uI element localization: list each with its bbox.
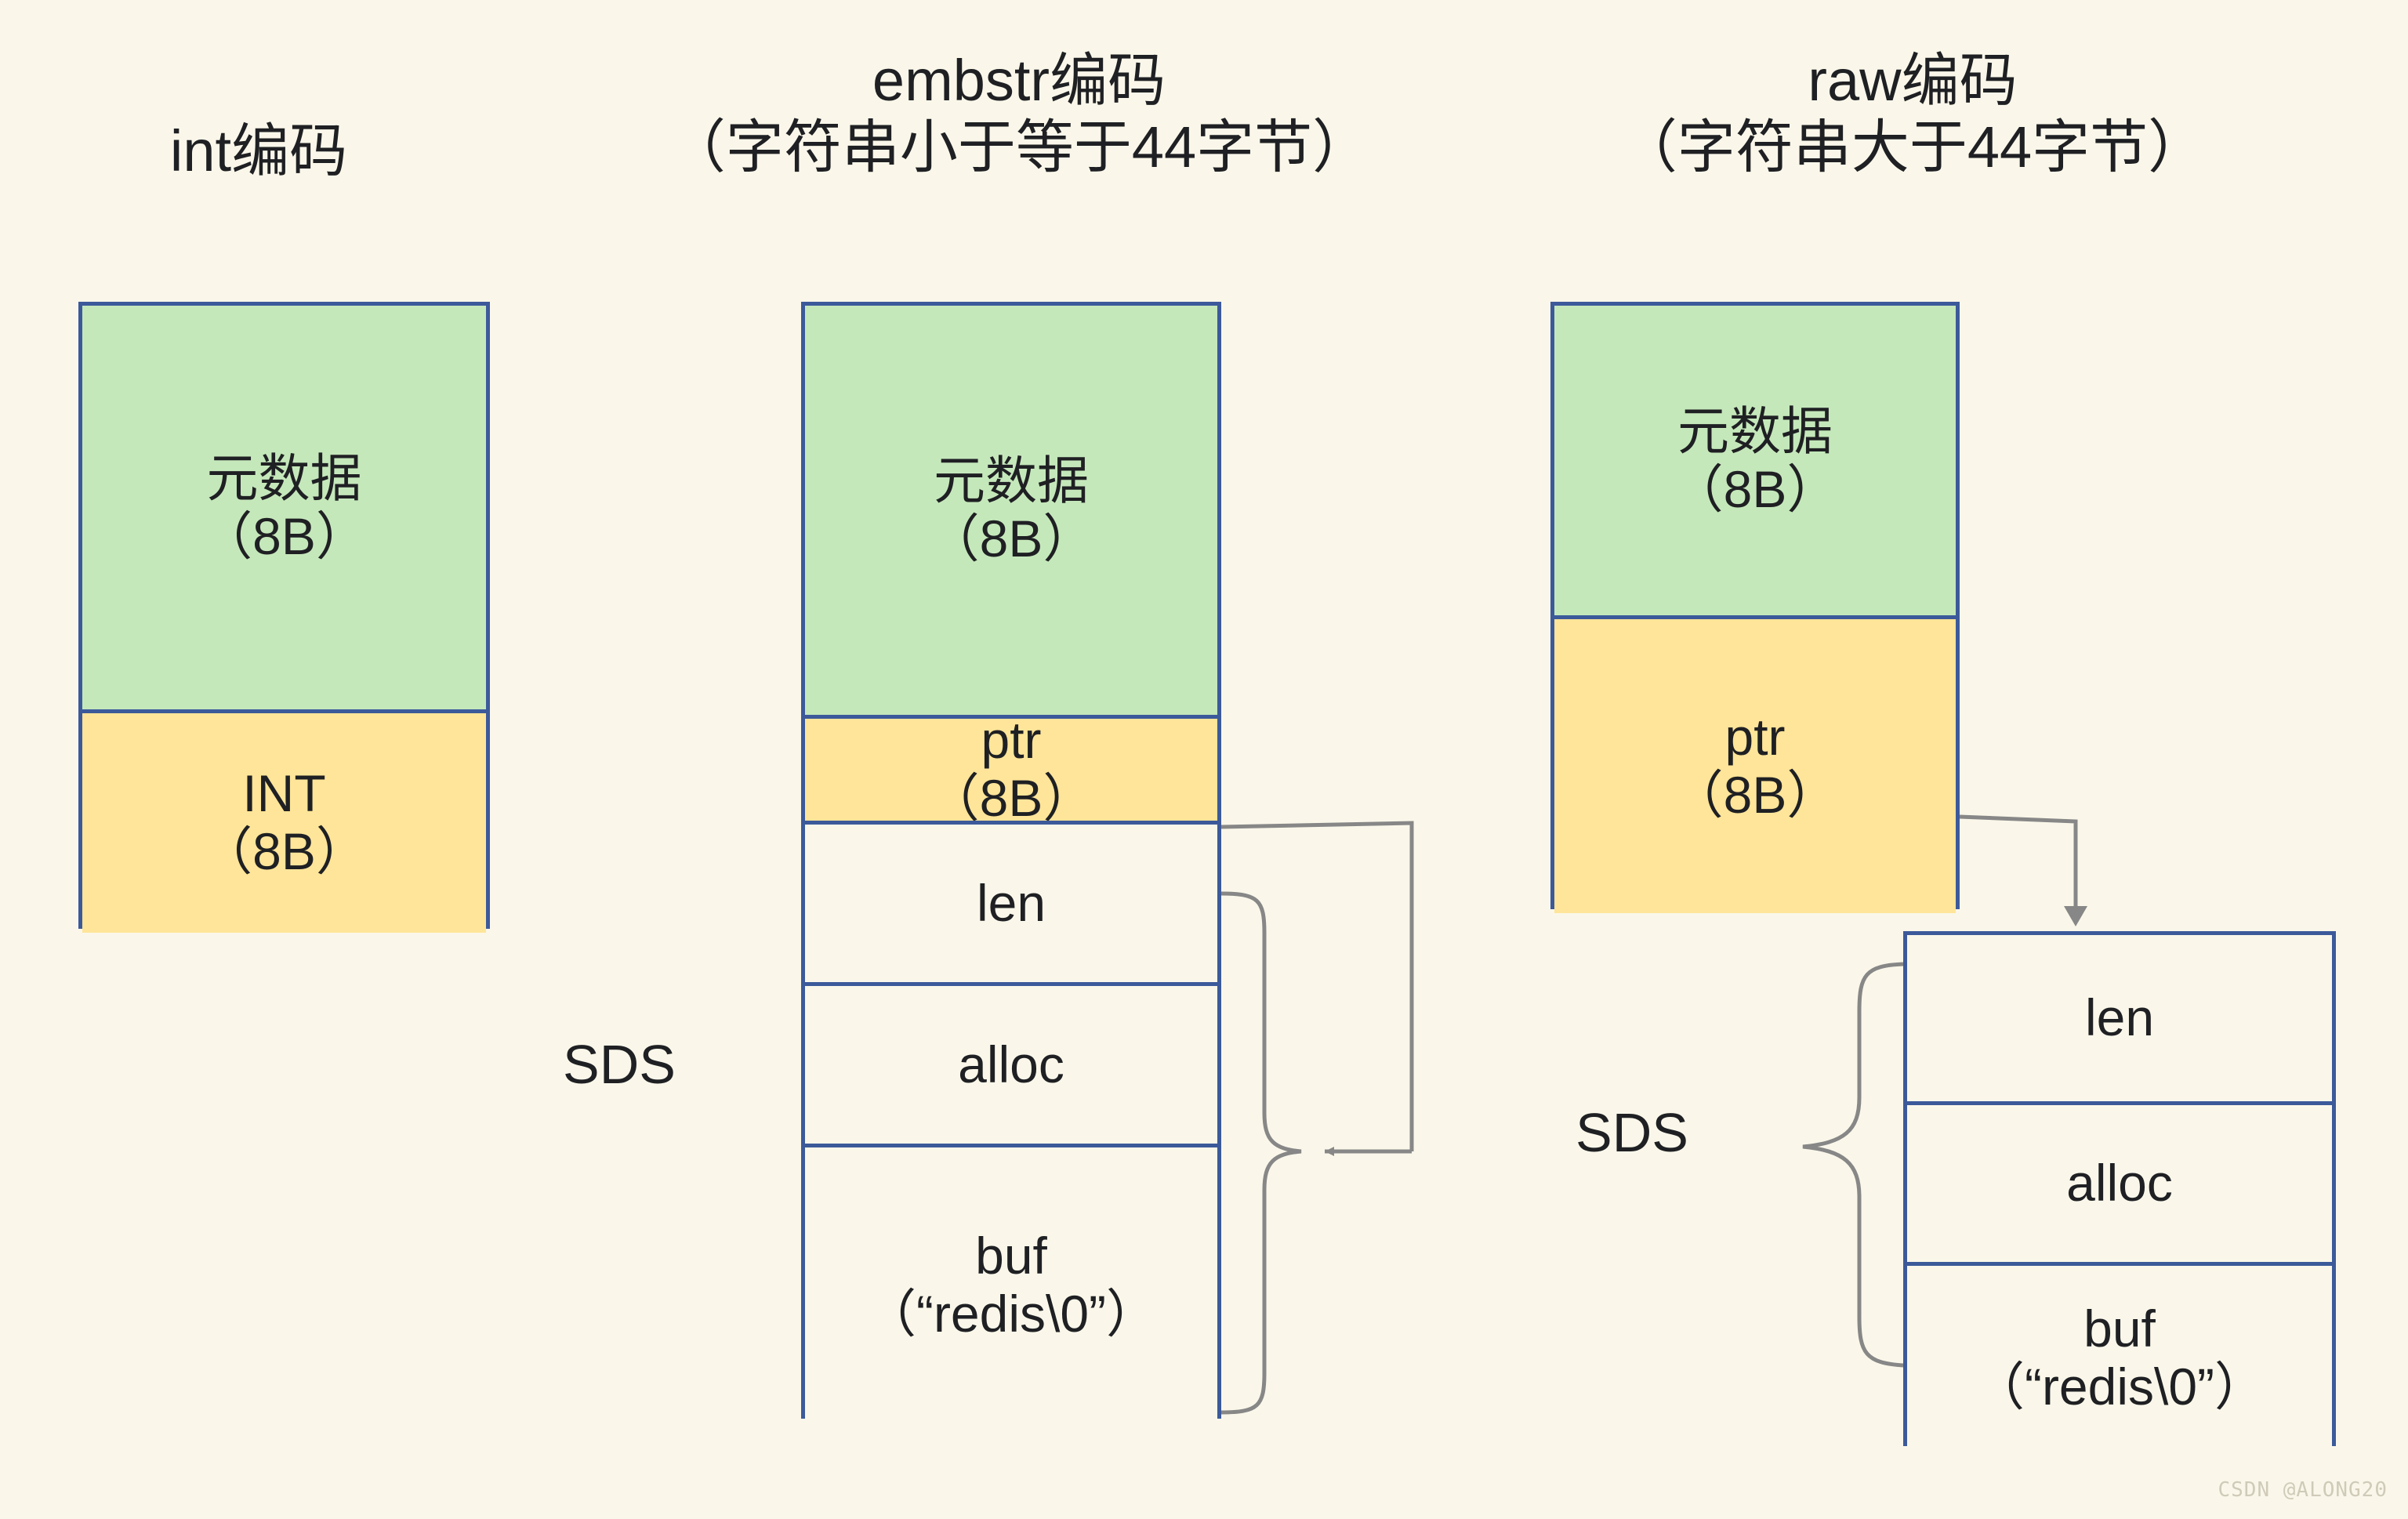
embstr-metadata-size: （8B） [927, 509, 1095, 567]
embstr-buf-cell: buf （“redis\0”） [805, 1144, 1217, 1423]
embstr-ptr-connector-line [1220, 821, 1414, 1151]
raw-metadata-size: （8B） [1671, 459, 1839, 518]
embstr-sds-label: SDS [563, 1034, 676, 1095]
raw-sds-label: SDS [1576, 1102, 1688, 1163]
raw-ptr-label: ptr [1724, 707, 1786, 766]
column-heading-int: int编码 [47, 118, 470, 184]
raw-ptr-cell: ptr （8B） [1554, 615, 1956, 913]
embstr-ptr-size: （8B） [927, 769, 1095, 827]
raw-sds-buf-cell: buf （“redis\0”） [1907, 1262, 2332, 1450]
int-value-size: （8B） [201, 822, 368, 880]
heading-embstr-line2: （字符串小于等于44字节） [667, 114, 1371, 180]
embstr-ptr-cell: ptr （8B） [805, 711, 1217, 827]
heading-raw-line2: （字符串大于44字节） [1619, 114, 2207, 180]
csdn-watermark: CSDN @ALONG20 [2218, 1478, 2388, 1502]
raw-sds-alloc-label: alloc [2066, 1154, 2173, 1213]
heading-embstr-line1: embstr编码 [872, 48, 1166, 113]
int-object-box: 元数据 （8B） INT （8B） [78, 302, 490, 933]
embstr-alloc-label: alloc [958, 1035, 1064, 1093]
raw-sds-box: len alloc buf （“redis\0”） [1903, 931, 2336, 1450]
int-metadata-size: （8B） [201, 506, 368, 565]
column-heading-embstr: embstr编码 （字符串小于等于44字节） [549, 47, 1489, 180]
embstr-sds-brace [1220, 891, 1302, 1415]
raw-sds-alloc-cell: alloc [1907, 1101, 2332, 1262]
embstr-metadata-cell: 元数据 （8B） [805, 306, 1217, 715]
raw-object-box: 元数据 （8B） ptr （8B） [1550, 302, 1960, 913]
embstr-ptr-label: ptr [981, 711, 1042, 770]
embstr-object-box: 元数据 （8B） ptr （8B） len alloc buf （“redis\… [801, 302, 1221, 1423]
column-heading-raw: raw编码 （字符串大于44字节） [1474, 47, 2352, 180]
heading-int-line1: int编码 [169, 118, 348, 183]
int-value-cell: INT （8B） [82, 709, 486, 933]
raw-sds-buf-content: （“redis\0”） [1972, 1357, 2267, 1416]
embstr-buf-label: buf [975, 1226, 1047, 1285]
embstr-alloc-cell: alloc [805, 982, 1217, 1144]
int-metadata-cell: 元数据 （8B） [82, 306, 486, 709]
int-metadata-label: 元数据 [206, 448, 362, 507]
raw-sds-brace [1802, 962, 1904, 1368]
raw-metadata-label: 元数据 [1677, 401, 1833, 460]
raw-metadata-cell: 元数据 （8B） [1554, 306, 1956, 615]
raw-sds-len-label: len [2084, 988, 2155, 1047]
int-value-label: INT [242, 764, 326, 823]
embstr-buf-content: （“redis\0”） [864, 1284, 1159, 1343]
embstr-len-label: len [976, 873, 1046, 932]
raw-sds-len-cell: len [1907, 935, 2332, 1101]
embstr-metadata-label: 元数据 [934, 451, 1089, 510]
raw-ptr-size: （8B） [1671, 765, 1839, 824]
embstr-len-cell: len [805, 821, 1217, 982]
heading-raw-line1: raw编码 [1808, 48, 2018, 113]
raw-ptr-connector-arrow [1959, 814, 2087, 926]
raw-sds-buf-label: buf [2083, 1299, 2156, 1358]
